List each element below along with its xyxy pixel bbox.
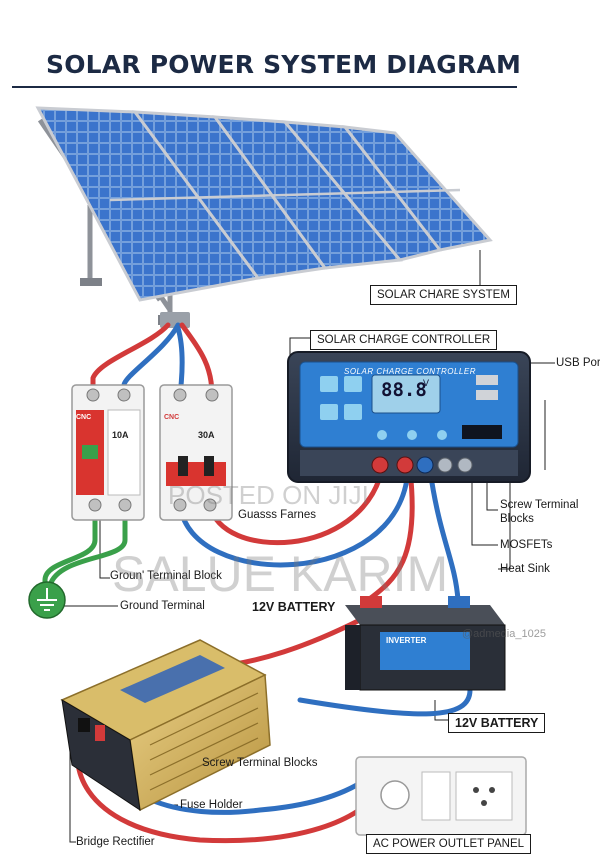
- label-solar-charge-controller: SOLAR CHARGE CONTROLLER: [310, 330, 498, 350]
- battery-brand: INVERTER: [386, 636, 427, 645]
- outlet-dial: [380, 780, 410, 810]
- label-ground-terminal: Ground Terminal: [120, 600, 205, 612]
- breaker-right-brand: CNC: [164, 414, 180, 421]
- title-underline: [12, 86, 517, 88]
- wiring: [42, 322, 473, 844]
- label-battery-top: 12V BATTERY: [252, 600, 336, 614]
- controller-face-title: SOLAR CHARGE CONTROLLER: [344, 367, 476, 376]
- mount-foot: [80, 278, 102, 286]
- ground-terminal-symbol: [28, 581, 66, 619]
- breaker-left-rating: 10A: [112, 430, 129, 440]
- label-ac-power-outlet-panel: AC POWER OUTLET PANEL: [366, 834, 532, 854]
- solar-panel: [341, 125, 493, 252]
- label-solar-system: SOLAR CHARE SYSTEM: [370, 285, 517, 305]
- label-fuse-holder: Fuse Holder: [180, 799, 243, 811]
- usb-port: [476, 390, 498, 400]
- page-title: SOLAR POWER SYSTEM DIAGRAM: [46, 50, 522, 79]
- screw-terminal-block: [462, 425, 502, 439]
- outlet-switch: [421, 771, 451, 821]
- battery-label-plate: [380, 632, 470, 670]
- label-heat-sink: Heat Sink: [500, 563, 550, 575]
- controller-lcd: [371, 374, 441, 414]
- charge-controller: [287, 351, 531, 483]
- usb-port: [476, 375, 498, 385]
- solar-panel-array: [35, 106, 493, 328]
- battery-negative-terminal: [448, 596, 470, 608]
- breaker-right-rating: 30A: [198, 430, 215, 440]
- ac-outlet-panel: [355, 756, 527, 836]
- battery: [345, 596, 506, 691]
- breaker-left-label-area: [107, 409, 141, 496]
- controller-lcd-value: 88.8: [381, 379, 427, 401]
- label-screw-terminal-blocks-top: Screw Terminal Blocks: [500, 499, 579, 525]
- breaker-left-brand: CNC: [76, 414, 92, 421]
- label-battery-bottom: 12V BATTERY: [448, 713, 546, 733]
- label-ground-terminal-block: Groun' Terminal Block: [110, 570, 222, 582]
- label-usb-port: USB Port: [556, 357, 600, 369]
- breaker-right-switch: [166, 462, 226, 486]
- inverter-power-switch: [95, 725, 105, 741]
- outlet-socket: [455, 771, 513, 821]
- controller-lcd-unit: V: [423, 378, 430, 388]
- label-guass-fames: Guasss Farnes: [238, 509, 316, 521]
- circuit-breakers: [71, 384, 233, 521]
- label-screw-terminal-blocks-bottom: Screw Terminal Blocks: [202, 757, 318, 769]
- breaker-right: [159, 384, 233, 521]
- inverter: [60, 639, 271, 812]
- label-mosfets: MOSFETs: [500, 539, 553, 551]
- breaker-left-indicator: [82, 445, 98, 459]
- battery-positive-terminal: [360, 596, 382, 608]
- inverter-top-label: [120, 655, 225, 703]
- label-bridge-rectifier: Bridge Rectifier: [76, 836, 155, 848]
